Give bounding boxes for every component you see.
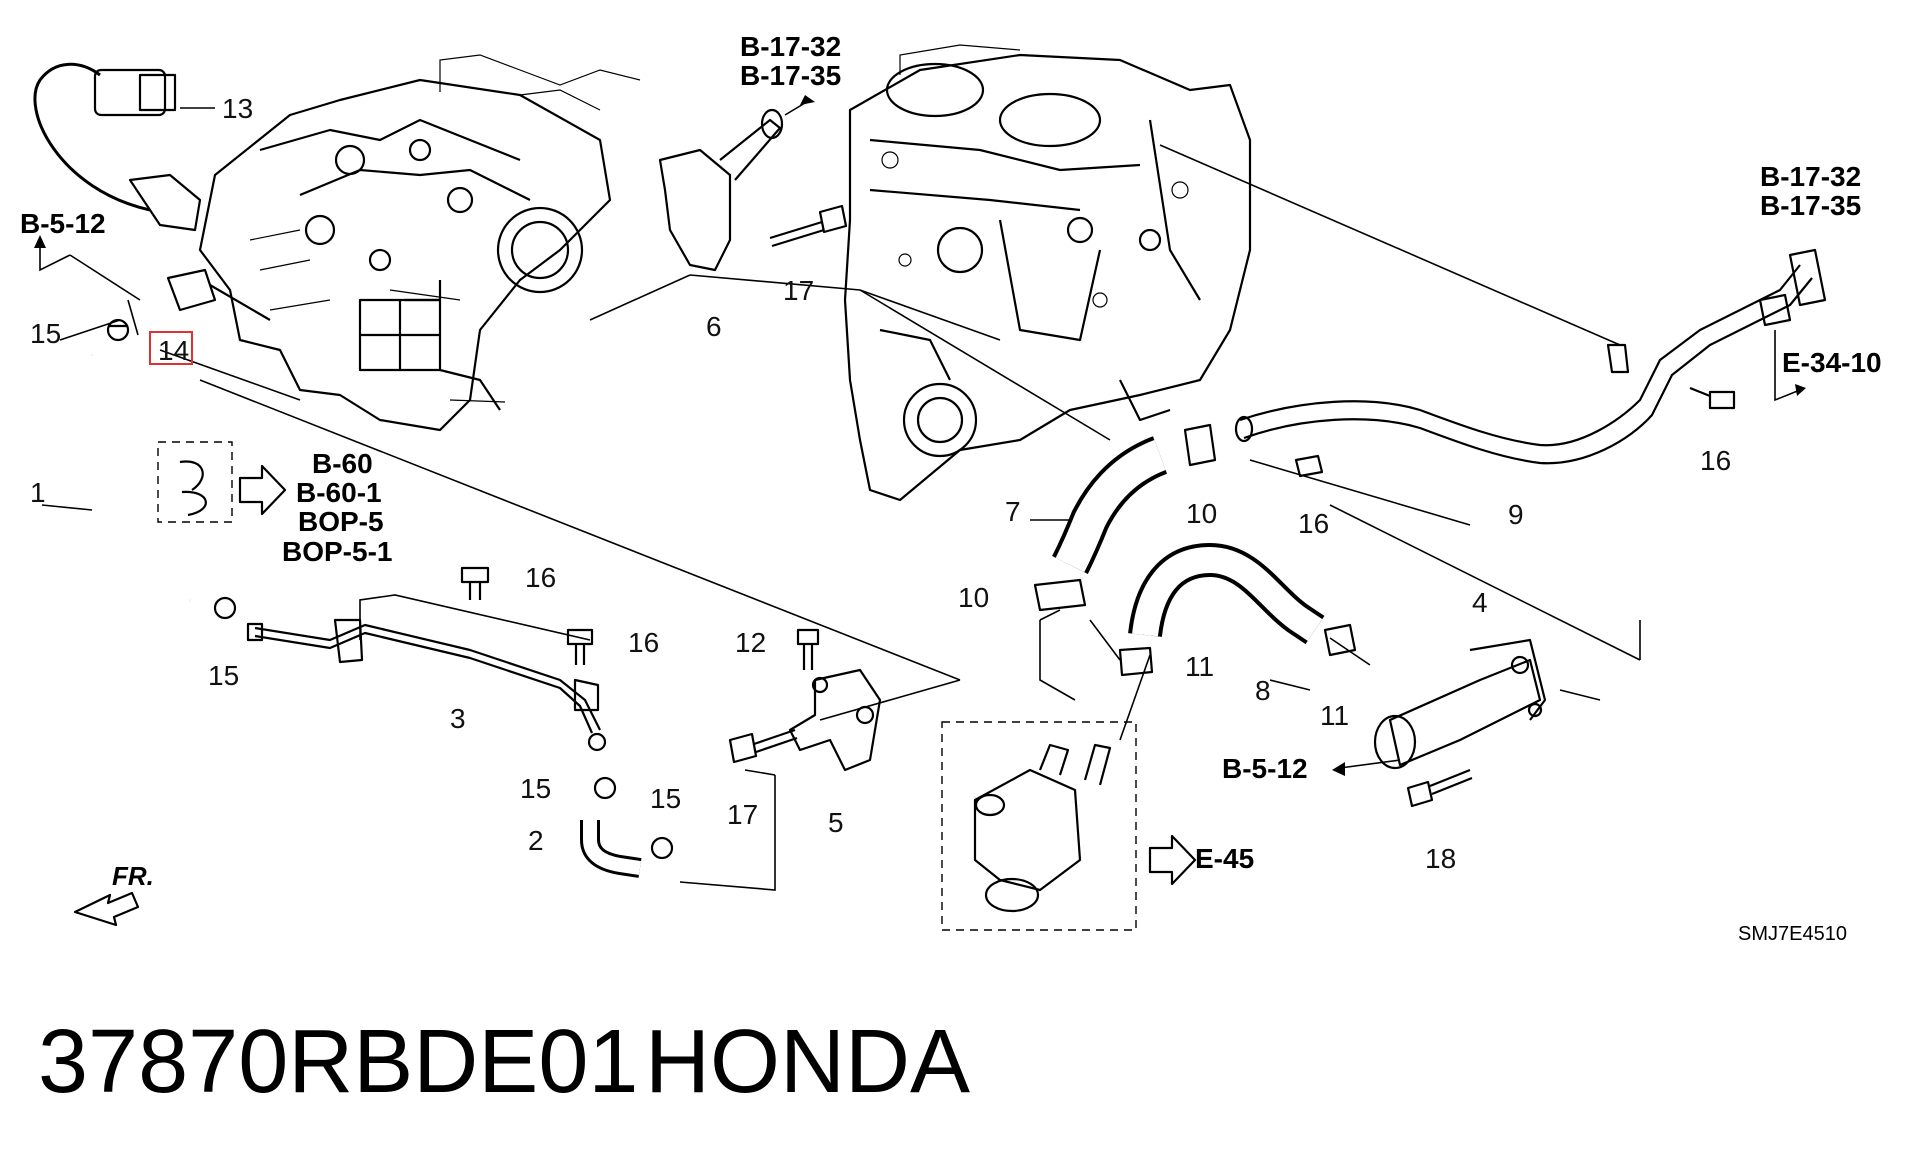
callout-14: 14 — [158, 335, 189, 366]
callout-15-mid: 15 — [520, 773, 551, 804]
callout-11-a: 11 — [1185, 651, 1214, 682]
bolt-part-18 — [1406, 768, 1473, 808]
callout-11-b: 11 — [1320, 700, 1349, 731]
callout-16-d: 16 — [1700, 445, 1731, 476]
bolt-part-16-d — [1689, 386, 1736, 410]
callout-16-a: 16 — [525, 562, 556, 593]
callout-3: 3 — [450, 703, 466, 734]
clamp-part-10-a — [1183, 423, 1217, 467]
brand-name: HONDA — [645, 1012, 970, 1112]
ref-b-60-1[interactable]: B-60-1 — [296, 477, 382, 508]
bolt-part-16-a — [460, 566, 490, 600]
clamp-part-15-mid — [593, 776, 617, 800]
temperature-sensor-part-14 — [149, 268, 271, 365]
callout-17-low: 17 — [727, 799, 758, 830]
clamp-part-15-low — [650, 836, 674, 860]
leader-lines — [41, 144, 1641, 891]
callout-6: 6 — [706, 311, 722, 342]
hose-part-7 — [1052, 436, 1168, 574]
clamp-detail-box — [157, 441, 287, 523]
ref-b-17-32-right[interactable]: B-17-32 — [1760, 161, 1861, 192]
callout-15-low: 15 — [650, 783, 681, 814]
cylinder-head-illustration — [198, 54, 641, 432]
bolt-part-16-b — [566, 628, 594, 665]
ref-e-34-10[interactable]: E-34-10 — [1782, 347, 1882, 378]
connector-pipe-part-4 — [1373, 638, 1547, 770]
ref-bop-5[interactable]: BOP-5 — [298, 506, 384, 537]
callout-7: 7 — [1005, 496, 1021, 527]
thermostat-housing — [941, 721, 1197, 931]
ref-b-5-12-left[interactable]: B-5-12 — [20, 208, 106, 239]
pipe-part-9 — [1234, 248, 1827, 465]
clamp-part-11-b — [1323, 623, 1357, 657]
callout-15-left: 15 — [208, 660, 239, 691]
ref-b-17-32-top[interactable]: B-17-32 — [740, 31, 841, 62]
callout-10-a: 10 — [1186, 498, 1217, 529]
hose-part-8 — [1128, 542, 1325, 645]
ref-b-60[interactable]: B-60 — [312, 448, 373, 479]
callout-16-b: 16 — [628, 627, 659, 658]
clamp-part-15-top — [106, 318, 130, 342]
callout-15-top: 15 — [30, 318, 61, 349]
ref-e-45[interactable]: E-45 — [1195, 843, 1254, 874]
bolt-part-12 — [796, 628, 820, 670]
water-outlet-part-6 — [658, 95, 815, 272]
callout-2: 2 — [528, 825, 544, 856]
bolt-part-17-top — [769, 204, 848, 248]
callout-17-top: 17 — [783, 275, 814, 306]
callout-10-b: 10 — [958, 582, 989, 613]
callout-16-c: 16 — [1298, 508, 1329, 539]
reference-labels: B-5-12 B-17-32 B-17-35 B-17-32 B-17-35 E… — [20, 31, 1882, 874]
hose-part-2 — [580, 820, 642, 878]
callout-4: 4 — [1472, 587, 1488, 618]
ref-bop-5-1[interactable]: BOP-5-1 — [282, 536, 392, 567]
fitting-part-5 — [788, 668, 882, 772]
callout-numbers: 13 14 15 1 15 16 16 3 15 15 2 12 17 5 6 … — [30, 93, 1731, 874]
callout-13: 13 — [222, 93, 253, 124]
callout-5: 5 — [828, 807, 844, 838]
diagram-code: SMJ7E4510 — [1738, 923, 1847, 945]
callout-9: 9 — [1508, 499, 1524, 530]
callout-12: 12 — [735, 627, 766, 658]
clamp-part-10-b — [1033, 578, 1087, 612]
engine-block-illustration — [843, 44, 1252, 502]
callout-18: 18 — [1425, 843, 1456, 874]
ref-b-5-12-right[interactable]: B-5-12 — [1222, 753, 1308, 784]
callout-1: 1 — [30, 477, 46, 508]
bolt-part-17-low — [728, 728, 798, 764]
clamp-part-15-left — [213, 596, 237, 620]
ref-b-17-35-top[interactable]: B-17-35 — [740, 60, 841, 91]
pipe-part-3 — [246, 618, 607, 752]
front-direction-label: FR. — [112, 861, 154, 891]
reference-arrows — [34, 235, 1806, 927]
hose-part-1 — [74, 352, 194, 605]
sensor-harness-part-13 — [33, 62, 215, 232]
clamp-part-11-a — [1118, 646, 1154, 677]
part-number: 37870RBDE01 — [38, 1012, 638, 1112]
callout-8: 8 — [1255, 675, 1271, 706]
bolt-part-16-c — [1294, 454, 1324, 478]
ref-b-17-35-right[interactable]: B-17-35 — [1760, 190, 1861, 221]
